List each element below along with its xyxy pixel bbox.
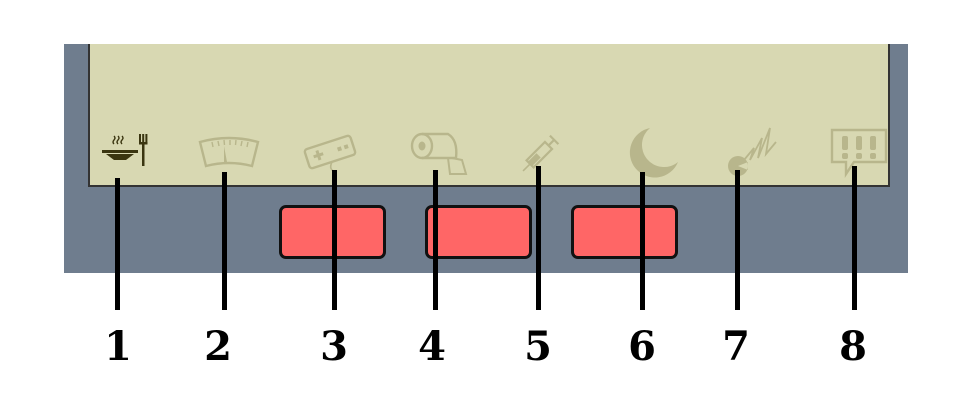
scale-icon[interactable] [198,134,260,170]
food-icon[interactable] [98,132,148,168]
callout-number-1: 1 [104,323,132,370]
lcd-screen [88,44,890,187]
leader-line-6 [640,172,645,310]
callout-number-8: 8 [839,323,867,370]
leader-line-2 [222,172,227,310]
leader-line-1 [115,178,120,310]
moon-icon[interactable] [620,126,680,180]
c-button[interactable] [571,205,678,259]
game-controller-icon[interactable] [302,130,358,176]
leader-line-5 [536,166,541,310]
toilet-paper-icon[interactable] [408,130,468,176]
leader-line-3 [332,170,337,310]
callout-number-4: 4 [418,323,446,370]
leader-line-7 [735,170,740,310]
callout-number-6: 6 [628,323,656,370]
callout-number-7: 7 [722,323,750,370]
attention-icon[interactable] [830,128,888,178]
scold-icon[interactable] [724,124,778,178]
leader-line-8 [852,166,857,310]
b-button[interactable] [425,205,532,259]
callout-number-5: 5 [524,323,552,370]
leader-line-4 [433,170,438,310]
callout-number-2: 2 [204,323,232,370]
callout-number-3: 3 [320,323,348,370]
syringe-icon[interactable] [514,128,566,180]
